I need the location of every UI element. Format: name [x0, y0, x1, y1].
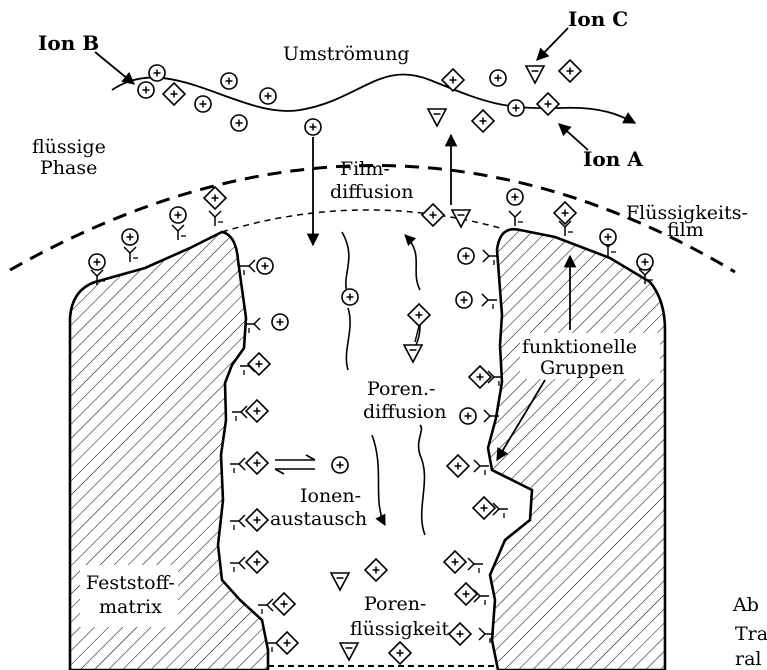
label-pore-liquid-1: Poren- — [364, 593, 426, 615]
label-pore-diffusion-2: diffusion — [363, 401, 446, 423]
label-ion-exchange-2: austausch — [270, 508, 367, 530]
label-liquid-phase-2: Phase — [40, 157, 97, 179]
label-functional-groups-1: funktionelle — [522, 336, 637, 358]
caption-fragment-1: Ab — [732, 594, 759, 616]
label-pore-diffusion-1: Poren.- — [367, 378, 435, 400]
label-solid-matrix-1: Feststoff- — [86, 572, 175, 594]
label-film-diffusion-1: Film- — [340, 158, 390, 180]
caption-fragment-3: ral — [735, 648, 762, 670]
flow-line — [112, 74, 635, 123]
caption-fragment-2: Tra — [735, 623, 767, 645]
label-solid-matrix-2: matrix — [99, 596, 162, 618]
right-solid-matrix — [488, 229, 665, 670]
label-pore-liquid-2: flüssigkeit — [350, 618, 449, 640]
label-liquid-phase-1: flüssige — [32, 136, 106, 158]
label-flow: Umströmung — [283, 43, 410, 65]
label-functional-groups-2: Gruppen — [540, 357, 624, 379]
label-ion-b: Ion B — [38, 31, 99, 55]
label-ion-c: Ion C — [568, 7, 628, 31]
label-film-diffusion-2: diffusion — [330, 181, 413, 203]
label-liquid-film-2: film — [667, 219, 704, 241]
label-ion-a: Ion A — [583, 147, 643, 171]
label-ion-exchange-1: Ionen- — [300, 485, 361, 507]
